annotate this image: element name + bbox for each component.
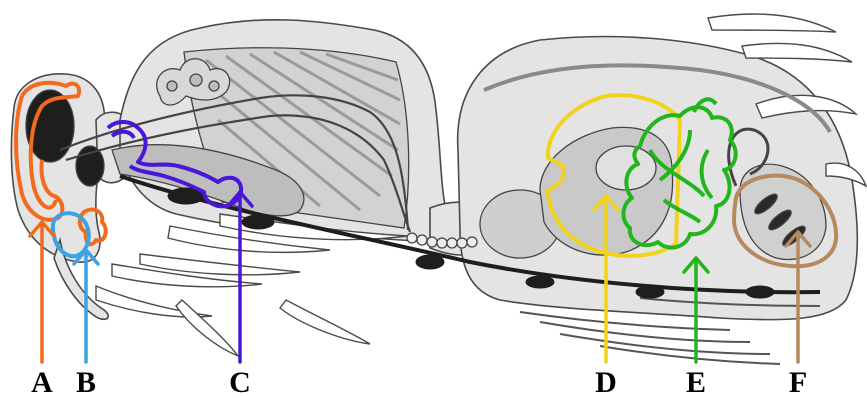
- letter-labels: A B C D E F: [31, 366, 807, 398]
- label-b: B: [76, 366, 96, 398]
- label-a: A: [31, 366, 53, 398]
- label-e: E: [686, 366, 706, 398]
- label-f: F: [789, 366, 807, 398]
- label-d: D: [595, 366, 617, 398]
- label-c: C: [229, 366, 251, 398]
